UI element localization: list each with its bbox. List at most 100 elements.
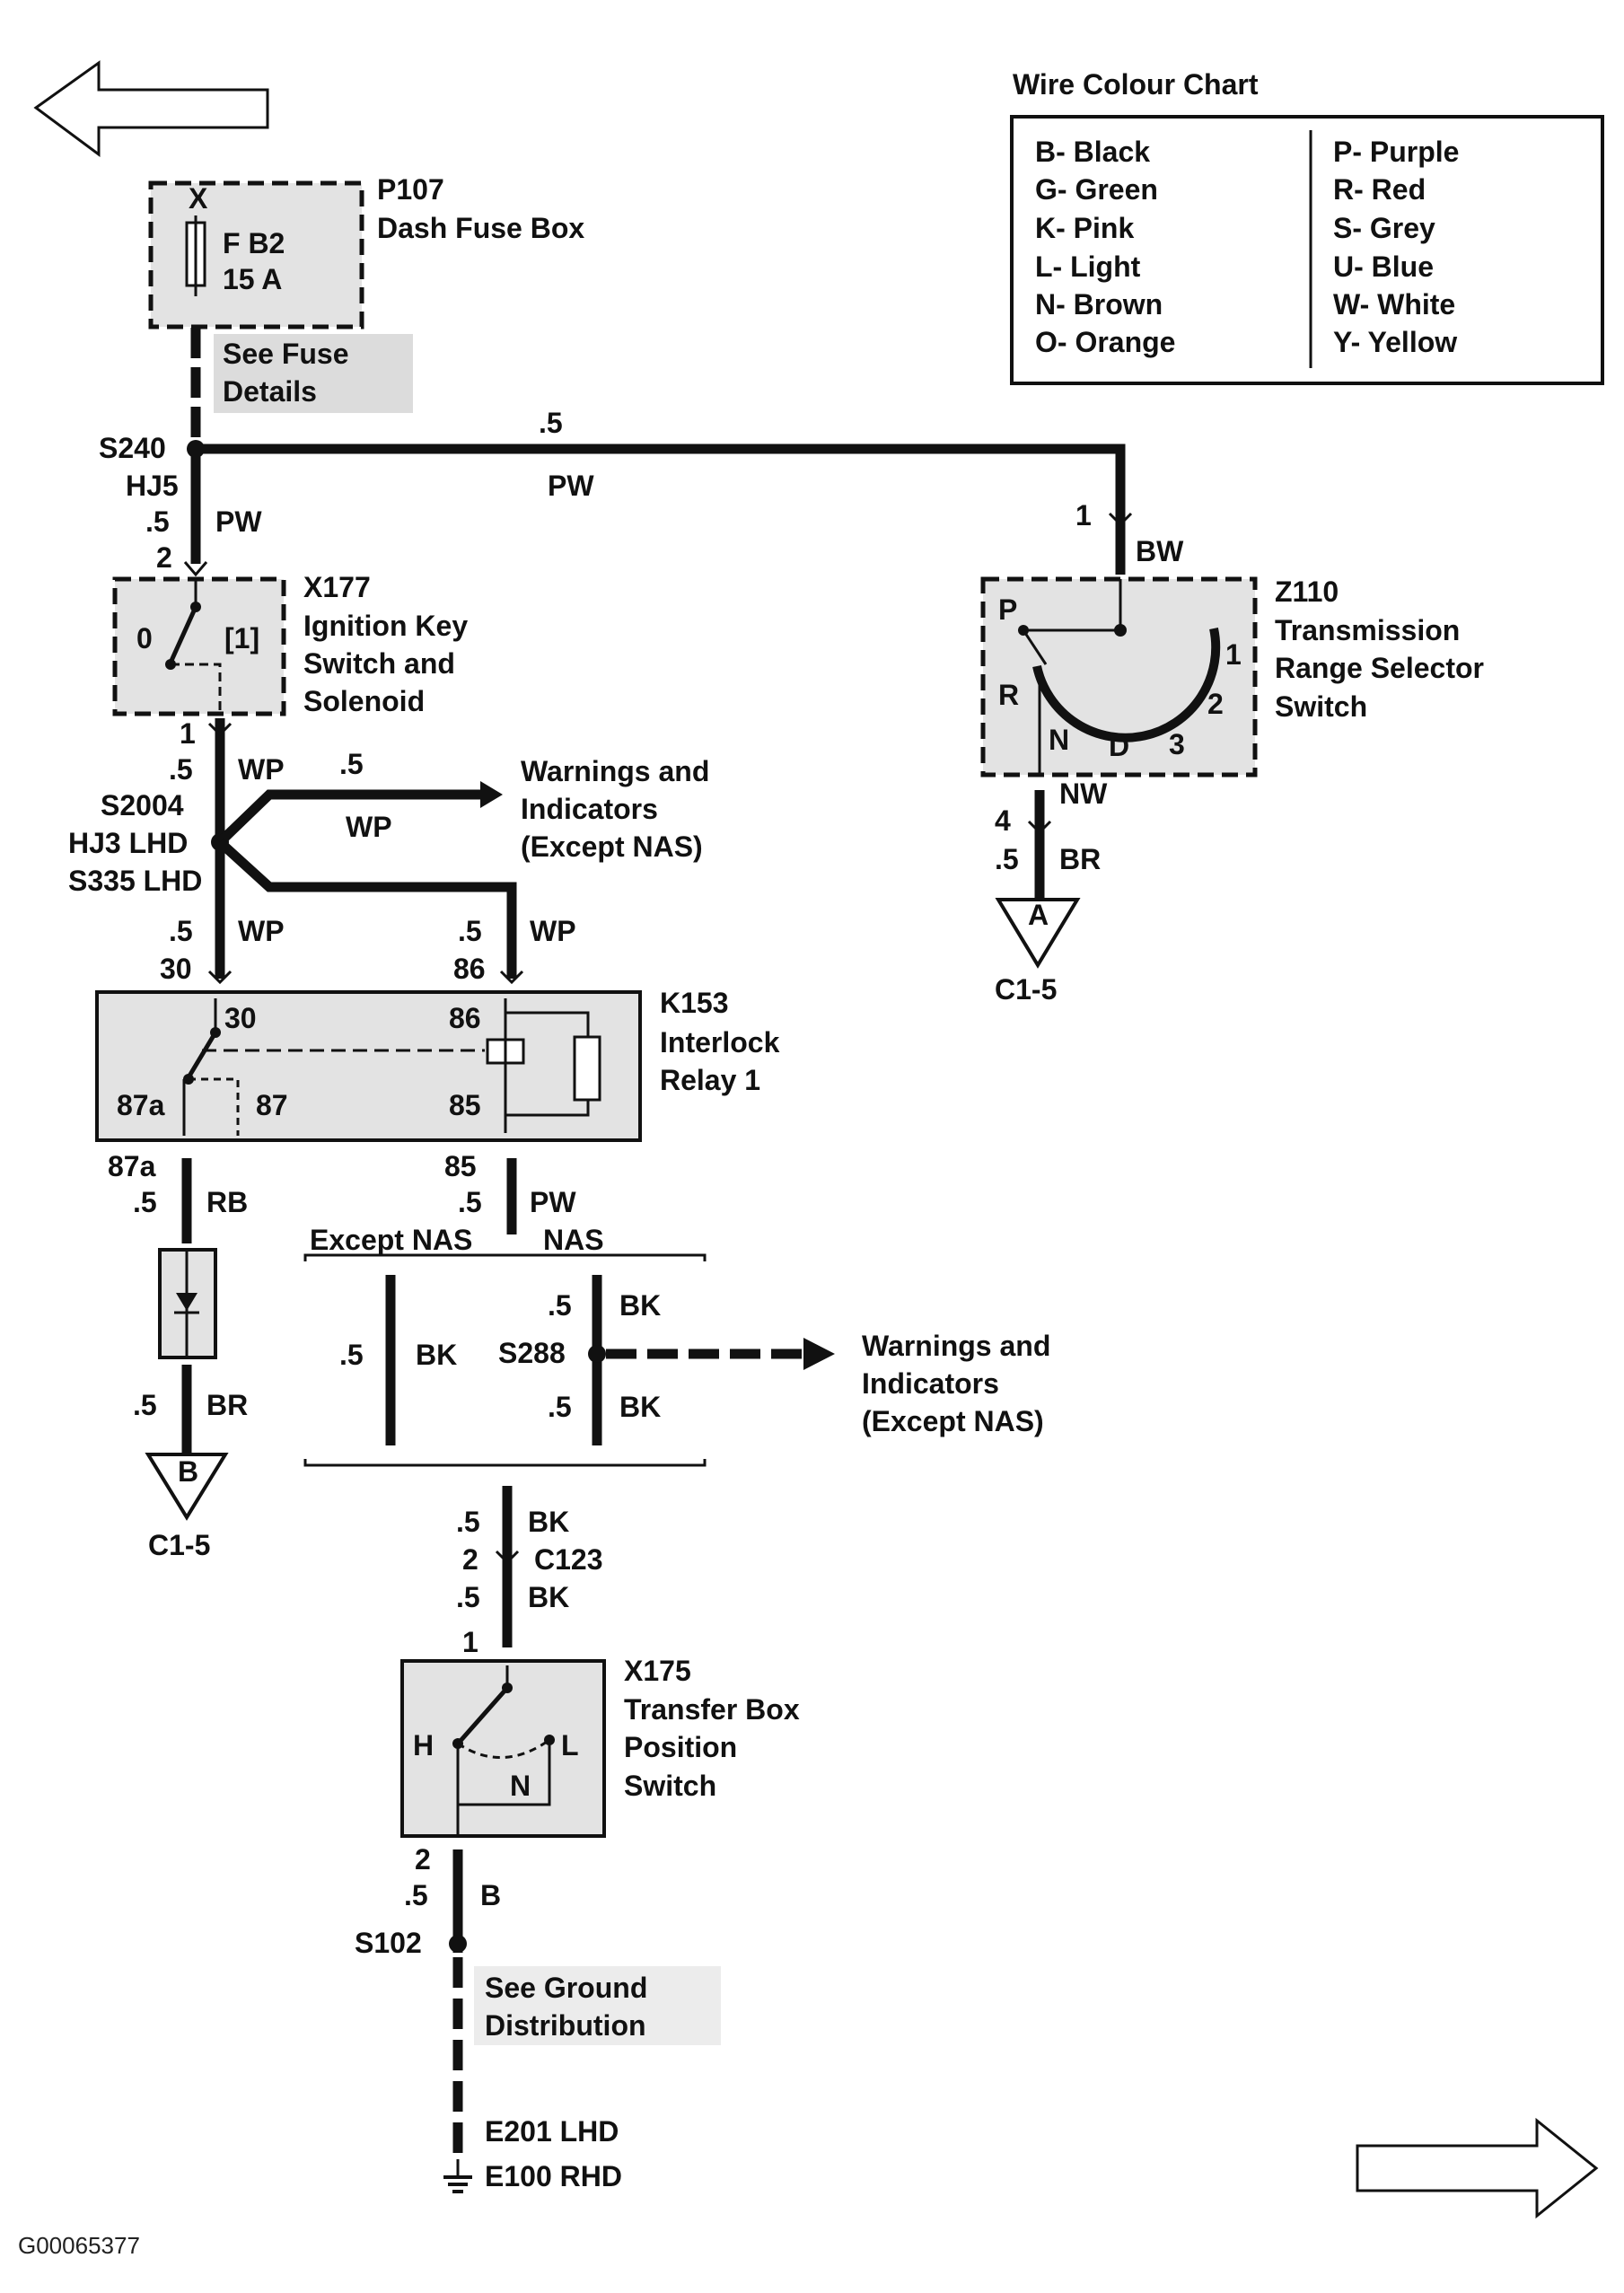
relay-pin: 86 bbox=[449, 1002, 481, 1034]
warnings-label[interactable]: Warnings and bbox=[521, 755, 709, 787]
fuse-note-line1[interactable]: See Fuse bbox=[223, 338, 349, 370]
component-id-z110: Z110 bbox=[1275, 575, 1339, 608]
pin-number: 2 bbox=[462, 1543, 478, 1576]
splice-code: HJ3 LHD bbox=[68, 827, 188, 859]
option-bracket-top bbox=[303, 1253, 707, 1261]
switch-pos-1: [1] bbox=[224, 622, 259, 655]
connector-mark bbox=[495, 1550, 520, 1565]
diode-icon bbox=[176, 1293, 198, 1311]
relay-pin: 30 bbox=[224, 1002, 257, 1034]
legend-left-column: B- Black G- Green K- Pink L- Light N- Br… bbox=[1035, 136, 1175, 358]
ground-ref-label: C1-5 bbox=[148, 1529, 210, 1561]
warnings-label[interactable]: Warnings and bbox=[862, 1330, 1050, 1362]
wire-color: WP bbox=[238, 753, 285, 786]
ground-point: E201 LHD bbox=[485, 2115, 619, 2148]
wire-color: PW bbox=[215, 505, 262, 538]
warnings-label[interactable]: (Except NAS) bbox=[862, 1405, 1044, 1437]
pin-number: 4 bbox=[995, 804, 1011, 837]
selector-pos-d: D bbox=[1109, 730, 1129, 762]
warnings-label[interactable]: Indicators bbox=[521, 793, 658, 825]
legend-item: O- Orange bbox=[1035, 326, 1175, 358]
fuse-name: F B2 bbox=[223, 227, 285, 259]
ground-note-line1[interactable]: See Ground bbox=[485, 1972, 647, 2004]
legend-item: S- Grey bbox=[1333, 212, 1435, 244]
wire-size: .5 bbox=[458, 915, 482, 947]
switch-pos-0: 0 bbox=[136, 622, 153, 655]
legend-item: B- Black bbox=[1035, 136, 1150, 168]
splice-alt: S335 LHD bbox=[68, 865, 202, 897]
next-page-arrow[interactable] bbox=[1356, 2117, 1599, 2219]
pin-number: 85 bbox=[444, 1150, 477, 1182]
ground-ref-a-icon bbox=[995, 898, 1081, 969]
switch-pos-h: H bbox=[413, 1729, 434, 1761]
wire-size: .5 bbox=[339, 1339, 364, 1371]
wire-color: WP bbox=[238, 915, 285, 947]
warnings-label[interactable]: Indicators bbox=[862, 1367, 999, 1400]
relay-blade bbox=[186, 1031, 218, 1079]
wire-color: NW bbox=[1059, 778, 1108, 810]
splice-s288 bbox=[588, 1345, 606, 1363]
ground-note-bg bbox=[474, 1966, 721, 2045]
component-text: Switch and bbox=[303, 647, 455, 680]
splice-id-s102: S102 bbox=[355, 1927, 422, 1959]
wire-size: .5 bbox=[458, 1186, 482, 1218]
wire-size: .5 bbox=[145, 505, 170, 538]
selector-pos-p: P bbox=[998, 593, 1017, 626]
legend-item: Y- Yellow bbox=[1333, 326, 1457, 358]
switch-loop bbox=[456, 1740, 551, 1806]
arrow-icon bbox=[480, 781, 503, 808]
switch-link bbox=[1022, 629, 1048, 665]
legend-item: W- White bbox=[1333, 288, 1455, 321]
wire-color: BR bbox=[1059, 843, 1101, 875]
selector-pos-r: R bbox=[998, 679, 1019, 711]
component-name-p107: Dash Fuse Box bbox=[377, 212, 584, 244]
component-text: Switch bbox=[1275, 690, 1367, 723]
wire-size: .5 bbox=[456, 1581, 480, 1613]
ground-note-line2[interactable]: Distribution bbox=[485, 2009, 646, 2042]
wire-size: .5 bbox=[995, 843, 1019, 875]
interlock-relay bbox=[95, 990, 642, 1142]
wire-colour-chart bbox=[1010, 115, 1604, 385]
wire-size: .5 bbox=[404, 1879, 428, 1911]
selector-arc bbox=[1032, 627, 1221, 742]
component-text: Interlock bbox=[660, 1026, 780, 1059]
connector-id-c123: C123 bbox=[534, 1543, 603, 1576]
ground-ref-label: C1-5 bbox=[995, 973, 1057, 1006]
selector-pos-3: 3 bbox=[1169, 728, 1185, 760]
pin-number: 1 bbox=[462, 1626, 478, 1658]
relay-pin: 85 bbox=[449, 1089, 481, 1121]
resistor-icon bbox=[573, 1035, 601, 1102]
legend-item: P- Purple bbox=[1333, 136, 1459, 168]
legend-item: U- Blue bbox=[1333, 250, 1434, 283]
wire-color: RB bbox=[206, 1186, 248, 1218]
wire-size: .5 bbox=[133, 1186, 157, 1218]
switch-blade bbox=[458, 1686, 509, 1744]
component-text: Transmission bbox=[1275, 614, 1460, 646]
ground-point: E100 RHD bbox=[485, 2160, 622, 2192]
wire-size: .5 bbox=[339, 748, 364, 780]
previous-page-arrow[interactable] bbox=[33, 60, 269, 157]
wire-size: .5 bbox=[548, 1391, 572, 1423]
ignition-key-switch bbox=[112, 576, 286, 716]
arrow-icon bbox=[803, 1338, 835, 1370]
fuse-note-line2[interactable]: Details bbox=[223, 375, 317, 408]
pin-number: 30 bbox=[160, 953, 192, 985]
wire-color: PW bbox=[530, 1186, 576, 1218]
component-text: Solenoid bbox=[303, 685, 425, 717]
wire-color: BK bbox=[619, 1391, 661, 1423]
pin-number: 87a bbox=[108, 1150, 156, 1182]
wire-color: BR bbox=[206, 1389, 248, 1421]
wire-size: .5 bbox=[548, 1289, 572, 1322]
relay-dashed bbox=[189, 1077, 240, 1136]
warnings-label[interactable]: (Except NAS) bbox=[521, 830, 703, 863]
connector-mark bbox=[499, 970, 524, 985]
switch-dashed-link bbox=[171, 663, 222, 714]
wire-color: B bbox=[480, 1879, 501, 1911]
wire-color: WP bbox=[530, 915, 576, 947]
splice-code-hj5: HJ5 bbox=[126, 470, 179, 502]
option-bracket-bottom bbox=[303, 1459, 707, 1467]
connector-mark bbox=[183, 561, 208, 577]
relay-pin: 87 bbox=[256, 1089, 288, 1121]
component-text: Switch bbox=[624, 1770, 716, 1802]
